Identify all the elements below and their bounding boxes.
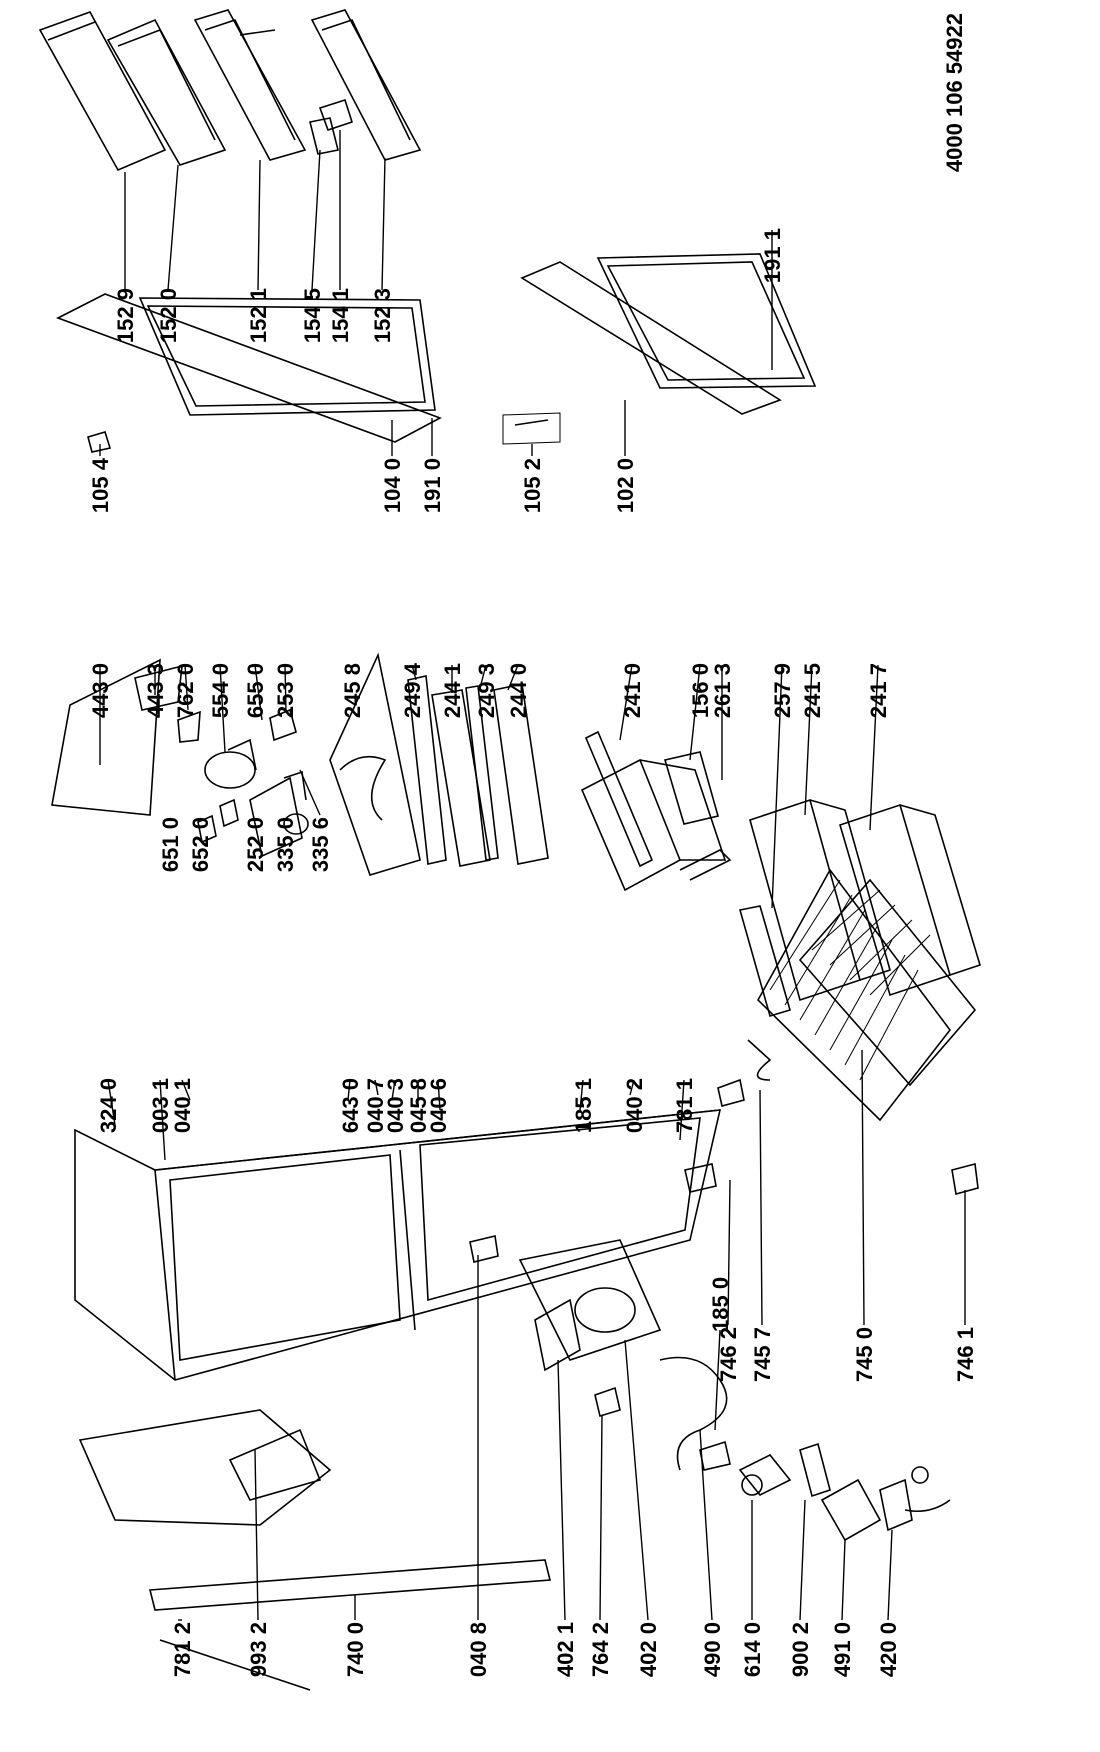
part-label-1052: 105 2 — [520, 458, 545, 513]
part-label-2417: 241 7 — [866, 663, 891, 718]
part-label-3356: 335 6 — [308, 817, 333, 872]
part-label-7620: 762 0 — [173, 663, 198, 718]
part-label-0403: 040 3 — [383, 1078, 408, 1133]
part-label-6520: 652 0 — [188, 817, 213, 872]
document-number: 4000 106 54922 — [942, 13, 967, 172]
part-label-2440: 244 0 — [506, 663, 531, 718]
part-label-2520: 252 0 — [243, 817, 268, 872]
part-label-2458: 245 8 — [340, 663, 365, 718]
part-label-2410: 241 0 — [620, 663, 645, 718]
part-label-7400: 740 0 — [343, 1622, 368, 1677]
part-label-1520: 152 0 — [156, 288, 181, 343]
part-label-6510: 651 0 — [158, 817, 183, 872]
part-label-1545: 154 5 — [300, 288, 325, 343]
part-label-1911: 191 1 — [760, 228, 785, 283]
part-label-1851: 185 1 — [571, 1078, 596, 1133]
part-label-2415: 241 5 — [800, 663, 825, 718]
part-label-2530: 253 0 — [273, 663, 298, 718]
part-label-2494: 249 4 — [400, 662, 425, 718]
part-label-0401: 040 1 — [170, 1078, 195, 1133]
part-label-1040: 104 0 — [380, 458, 405, 513]
shelves-drawers-drawings — [329, 652, 981, 1017]
part-label-1541: 154 1 — [328, 288, 353, 343]
part-label-4200: 420 0 — [876, 1622, 901, 1677]
part-label-2613: 261 3 — [710, 663, 735, 718]
part-label-7812: 781 2 — [170, 1622, 195, 1677]
part-label-0408: 040 8 — [466, 1622, 491, 1677]
part-label-7642: 764 2 — [588, 1622, 613, 1677]
part-label-1020: 102 0 — [613, 458, 638, 513]
part-label-3240: 324 0 — [96, 1078, 121, 1133]
part-label-4910: 491 0 — [830, 1622, 855, 1677]
electrical-parts-drawings — [738, 1442, 951, 1542]
part-label-6140: 614 0 — [740, 1622, 765, 1677]
part-label-7457: 745 7 — [750, 1327, 775, 1382]
part-label-2579: 257 9 — [770, 663, 795, 718]
part-label-1910: 191 0 — [420, 458, 445, 513]
part-label-4430: 443 0 — [88, 663, 113, 718]
part-label-0406: 040 6 — [426, 1078, 451, 1133]
leader-lines — [99, 130, 966, 1621]
control-assembly-drawings — [51, 658, 309, 858]
part-label-0407: 040 7 — [363, 1078, 388, 1133]
part-label-4900: 490 0 — [700, 1622, 725, 1677]
part-label-4433: 443 3 — [143, 663, 168, 718]
part-label-3350: 335 0 — [273, 817, 298, 872]
part-label-9932: 993 2 — [246, 1622, 271, 1677]
part-label-4021: 402 1 — [553, 1622, 578, 1677]
part-label-1529: 152 9 — [113, 288, 138, 343]
part-label-4020: 402 0 — [636, 1622, 661, 1677]
part-label-5540: 554 0 — [208, 663, 233, 718]
part-label-7462: 746 2 — [716, 1327, 741, 1382]
part-label-7461: 746 1 — [953, 1327, 978, 1382]
part-label-7450: 745 0 — [852, 1327, 877, 1382]
part-label-6430: 643 0 — [338, 1078, 363, 1133]
part-label-0458: 045 8 — [406, 1078, 431, 1133]
wire-shelf-drawings — [717, 868, 979, 1196]
part-label-7811: 781 1 — [672, 1078, 697, 1133]
part-label-9002: 900 2 — [788, 1622, 813, 1677]
part-label-0031: 003 1 — [148, 1078, 173, 1133]
part-label-1521: 152 1 — [246, 288, 271, 343]
part-label-0402: 040 2 — [622, 1078, 647, 1133]
door-shelf-drawings — [38, 9, 422, 172]
part-label-6550: 655 0 — [243, 663, 268, 718]
part-label-2441: 244 1 — [440, 663, 465, 718]
part-label-2493: 249 3 — [474, 663, 499, 718]
part-label-1054: 105 4 — [88, 457, 113, 513]
door-drawings — [56, 253, 817, 453]
part-label-1850: 185 0 — [708, 1277, 733, 1332]
part-label-1560: 156 0 — [688, 663, 713, 718]
part-label-1523: 152 3 — [370, 288, 395, 343]
cabinet-drawing — [74, 1109, 731, 1691]
